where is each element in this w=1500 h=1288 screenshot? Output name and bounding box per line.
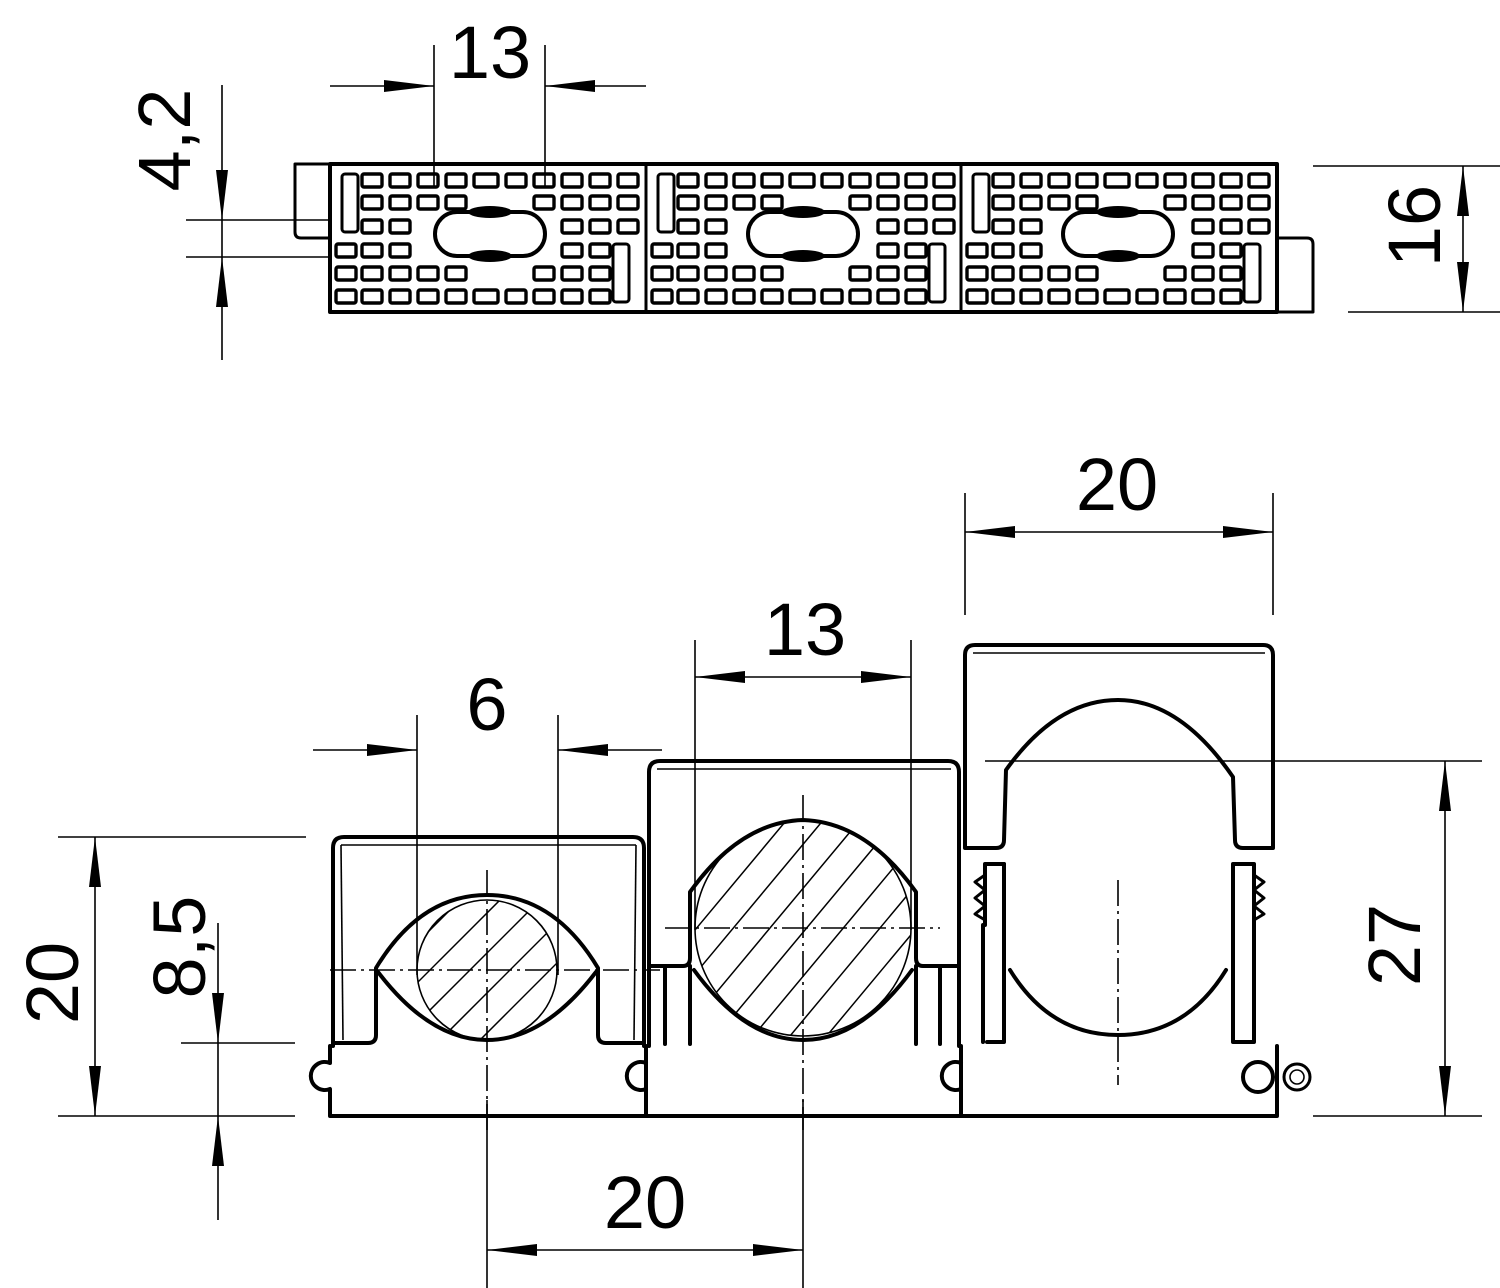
- label-center-height: 8,5: [138, 896, 221, 999]
- front-view: 6 13 20 20: [11, 443, 1482, 1288]
- label-small-height: 20: [11, 942, 94, 1024]
- strip-body: [328, 162, 1279, 314]
- dimension-slot-width: 13: [330, 11, 646, 186]
- left-tab: [293, 162, 330, 240]
- mounting-slot: [1061, 210, 1175, 258]
- right-tab: [1277, 236, 1315, 314]
- label-large-diameter: 20: [1076, 443, 1158, 526]
- label-large-height: 27: [1353, 904, 1436, 986]
- mounting-slot: [746, 210, 860, 258]
- label-small-diameter: 6: [466, 663, 507, 746]
- label-slot-width: 13: [449, 11, 531, 94]
- dimension-pitch: 20: [486, 1100, 804, 1288]
- label-offset: 4,2: [123, 89, 206, 192]
- dimension-small-height: 20: [11, 836, 306, 1117]
- clamp-medium: [647, 759, 961, 1130]
- clamp-large: [963, 643, 1275, 1085]
- module-1: [334, 172, 640, 305]
- dimension-small-diameter: 6: [313, 663, 662, 975]
- dimension-height: 16: [1313, 165, 1500, 313]
- dimension-large-diameter: 20: [964, 443, 1274, 615]
- top-view: 13 4,2 16: [123, 11, 1500, 360]
- dimension-large-height: 27: [985, 760, 1482, 1117]
- mounting-slot: [433, 210, 547, 258]
- label-pitch: 20: [604, 1161, 686, 1244]
- base-strip: [308, 1044, 1279, 1118]
- clamp-small: [330, 835, 660, 1130]
- dimension-medium-diameter: 13: [694, 588, 912, 930]
- dimension-center-height: 8,5: [138, 896, 295, 1220]
- label-height: 16: [1373, 185, 1456, 267]
- module-3: [965, 172, 1271, 305]
- dimension-offset: 4,2: [123, 85, 330, 360]
- label-medium-diameter: 13: [764, 588, 846, 671]
- module-2: [650, 172, 956, 305]
